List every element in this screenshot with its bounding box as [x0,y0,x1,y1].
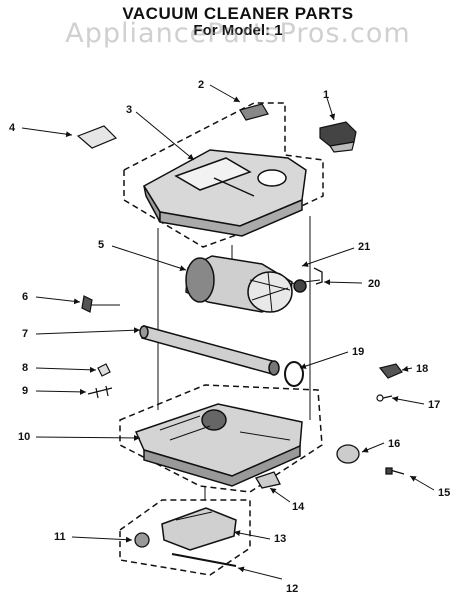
part-18-lever [378,363,403,379]
part-6-screw [81,295,93,313]
part-8-cap [97,363,111,377]
callout-10: 10 [18,431,30,443]
callout-11: 11 [54,531,66,543]
part-5-motor [185,255,307,313]
part-17-spring [376,394,393,402]
callout-3: 3 [126,104,132,116]
part-12-rod [171,553,237,567]
callout-16: 16 [388,438,400,450]
callout-1: 1 [323,89,329,101]
callout-8: 8 [22,362,28,374]
callout-18: 18 [416,363,428,375]
part-10-base [134,403,303,487]
lower-dashed-group [119,384,323,576]
callout-20: 20 [368,278,380,290]
callout-19: 19 [352,346,364,358]
callout-4: 4 [9,122,16,134]
callout-14: 14 [292,501,305,513]
leader-arrows [21,84,435,580]
upper-dashed-group [123,102,324,248]
part-19-belt [284,361,304,387]
callout-13: 13 [274,533,286,545]
part-20-clip [313,267,323,285]
part-16-wheel [336,444,360,464]
callout-5: 5 [98,239,104,251]
part-4-pad [76,125,118,149]
callout-12: 12 [286,583,298,595]
callout-17: 17 [428,399,440,411]
part-1-latch [319,121,357,153]
part-11-end-cap [134,532,150,548]
callout-2: 2 [198,79,204,91]
part-13-brush-housing [161,507,237,551]
callout-15: 15 [438,487,450,499]
part-9-bracket [87,385,113,399]
part-7-tube [139,325,280,376]
part-14-cover [255,471,281,489]
part-2-filter [239,103,269,121]
callout-6: 6 [22,291,28,303]
callout-21: 21 [358,241,370,253]
callout-7: 7 [22,328,28,340]
callout-labels: 1 2 3 4 5 21 20 6 7 19 8 18 9 17 10 16 1… [9,79,450,595]
diagram-title: VACUUM CLEANER PARTS [122,4,354,23]
diagram-subtitle: For Model: 1 [193,22,283,39]
part-3-housing-cover [142,149,307,237]
callout-9: 9 [22,385,28,397]
part-15-screw [385,467,405,475]
